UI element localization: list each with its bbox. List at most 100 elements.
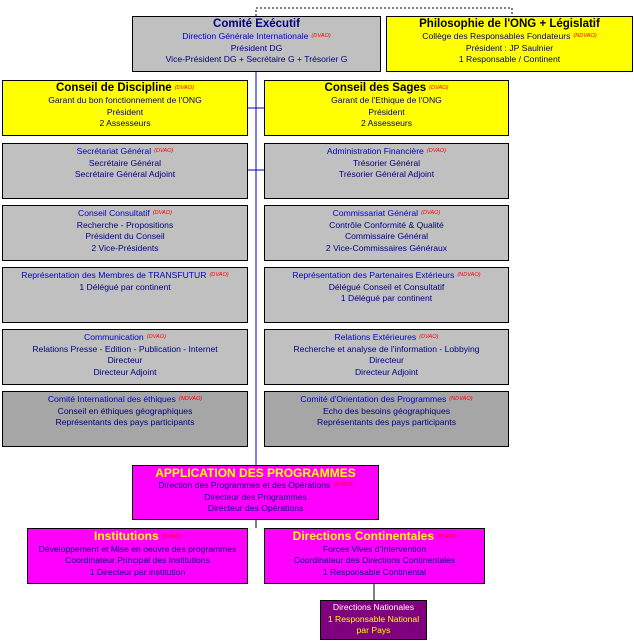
- institutions-title: Institutions: [94, 529, 159, 543]
- commissariat-title: Commissariat Général: [332, 208, 419, 219]
- conseil-sages-tag: (DVAO): [429, 84, 449, 91]
- comite-executif-line-2: Président DG: [230, 42, 283, 53]
- consultatif-line-1: Recherche - Propositions: [76, 219, 174, 230]
- commissariat-line-2: Commissaire Général: [344, 231, 429, 242]
- comite-executif-line-3: Vice-Président DG + Secrétaire G + Tréso…: [165, 54, 348, 65]
- directions-nationales-line-2: par Pays: [356, 625, 391, 636]
- comite-executif-line-1: Direction Générale Internationale: [182, 31, 309, 42]
- representation-membres-title: Représentation des Membres de TRANSFUTUR: [21, 270, 207, 281]
- administration-title: Administration Financière: [326, 146, 424, 157]
- application-title: APPLICATION DES PROGRAMMES: [155, 466, 356, 480]
- comite-executif-tag: (DVAO): [311, 33, 331, 39]
- directions-continentales-line-3: 1 Responsable Continental: [322, 566, 427, 577]
- comite-ethiques-line-1: Conseil en éthiques géographiques: [57, 405, 193, 416]
- administration-box: Administration Financière(DVAO) Trésorie…: [264, 143, 509, 199]
- conseil-discipline-tag: (DVAO): [174, 84, 194, 91]
- conseil-discipline-title: Conseil de Discipline: [56, 82, 172, 94]
- commissariat-tag: (DVAO): [421, 210, 441, 216]
- comite-orientation-line-1: Echo des besoins géographiques: [322, 405, 451, 416]
- conseil-sages-line-2: Président: [368, 106, 405, 117]
- directions-continentales-line-2: Coordinateur des Directions Continentale…: [293, 555, 456, 566]
- conseil-discipline-line-3: 2 Assesseurs: [99, 118, 151, 129]
- representation-membres-line-1: 1 Délégué par continent: [79, 281, 171, 292]
- relations-exterieures-box: Relations Extérieures(DVAO) Recherche et…: [264, 329, 509, 385]
- conseil-sages-title: Conseil des Sages: [324, 82, 427, 94]
- comite-ethiques-tag: (NDVAO): [178, 396, 203, 402]
- relations-exterieures-line-3: Directeur Adjoint: [354, 366, 419, 377]
- directions-nationales-title: Directions Nationales: [332, 602, 415, 612]
- communication-line-1: Relations Presse - Edition - Publication…: [32, 343, 218, 354]
- application-line-3: Directeur des Opérations: [207, 503, 304, 514]
- institutions-line-3: 1 Directeur par institution: [89, 566, 186, 577]
- secretariat-tag: (DVAO): [154, 148, 174, 154]
- institutions-tag: (DVAO): [161, 533, 181, 540]
- relations-exterieures-line-1: Recherche et analyse de l'information - …: [293, 343, 480, 354]
- comite-orientation-box: Comité d'Orientation des Programmes(NDVA…: [264, 391, 509, 447]
- conseil-sages-line-1: Garant de l'Ethique de l'ONG: [331, 95, 442, 105]
- relations-exterieures-title: Relations Extérieures: [334, 332, 417, 343]
- directions-continentales-box: Directions Continentales(DVAO) Forces Vi…: [264, 528, 485, 584]
- comite-orientation-title: Comité d'Orientation des Programmes: [300, 394, 447, 405]
- conseil-discipline-box: Conseil de Discipline(DVAO) Garant du bo…: [2, 80, 248, 136]
- conseil-discipline-line-2: Président: [106, 106, 144, 117]
- representation-membres-tag: (DVAO): [209, 272, 229, 278]
- secretariat-line-1: Secrétaire Général: [88, 157, 162, 168]
- directions-continentales-title: Directions Continentales: [292, 529, 435, 543]
- conseil-sages-box: Conseil des Sages(DVAO) Garant de l'Ethi…: [264, 80, 509, 136]
- comite-ethiques-line-2: Représentants des pays participants: [55, 417, 195, 428]
- comite-orientation-line-2: Représentants des pays participants: [316, 417, 456, 428]
- representation-partenaires-line-2: 1 Délégué par continent: [340, 293, 433, 304]
- philosophie-line-3: 1 Responsable / Continent: [458, 54, 561, 65]
- directions-continentales-line-1: Forces Vives d'Intervention: [322, 543, 427, 554]
- relations-exterieures-tag: (DVAO): [419, 334, 439, 340]
- application-line-1: Direction des Programmes et des Opératio…: [158, 480, 331, 491]
- consultatif-line-3: 2 Vice-Présidents: [91, 242, 159, 253]
- conseil-sages-line-3: 2 Assesseurs: [360, 118, 413, 129]
- directions-nationales-box: Directions Nationales 1 Responsable Nati…: [320, 600, 427, 640]
- institutions-line-2: Coordinateur Principal des Institutions: [65, 555, 210, 566]
- administration-line-1: Trésorier Général: [352, 157, 421, 168]
- representation-partenaires-title: Représentation des Partenaires Extérieur…: [292, 270, 455, 281]
- administration-tag: (DVAO): [426, 148, 447, 154]
- comite-ethiques-title: Comité International des éthiques: [47, 394, 176, 405]
- application-box: APPLICATION DES PROGRAMMES Direction des…: [132, 465, 379, 520]
- secretariat-box: Secrétariat Général(DVAO) Secrétaire Gén…: [2, 143, 248, 199]
- representation-partenaires-box: Représentation des Partenaires Extérieur…: [264, 267, 509, 323]
- comite-orientation-tag: (NDVAO): [449, 396, 473, 402]
- communication-line-2: Directeur: [107, 355, 143, 366]
- directions-continentales-tag: (DVAO): [437, 533, 457, 540]
- philosophie-title: Philosophie de l'ONG + Législatif: [419, 18, 600, 30]
- consultatif-line-2: Président du Conseil: [85, 231, 165, 242]
- consultatif-tag: (DVAO): [152, 210, 172, 216]
- comite-executif-box: Comité Exécutif Direction Générale Inter…: [132, 16, 381, 72]
- representation-membres-box: Représentation des Membres de TRANSFUTUR…: [2, 267, 248, 323]
- application-line-2: Directeur des Programmes: [204, 491, 307, 502]
- philosophie-line-2: Président : JP Saulnier: [465, 42, 554, 53]
- commissariat-box: Commissariat Général(DVAO) Contrôle Conf…: [264, 205, 509, 261]
- communication-tag: (DVAO): [146, 334, 166, 340]
- institutions-line-1: Développement et Mise en oeuvre des prog…: [38, 543, 237, 554]
- philosophie-box: Philosophie de l'ONG + Législatif Collèg…: [386, 16, 633, 72]
- institutions-box: Institutions(DVAO) Développement et Mise…: [27, 528, 248, 584]
- representation-partenaires-tag: (NDVAO): [457, 272, 481, 278]
- administration-line-2: Trésorier Général Adjoint: [338, 169, 435, 180]
- consultatif-box: Conseil Consultatif(DVAO) Recherche - Pr…: [2, 205, 248, 261]
- comite-executif-title: Comité Exécutif: [213, 18, 300, 30]
- representation-partenaires-line-1: Délégué Conseil et Consultatif: [328, 281, 445, 292]
- communication-box: Communication(DVAO) Relations Presse - E…: [2, 329, 248, 385]
- philosophie-tag: (NDVAO): [573, 33, 597, 39]
- philosophie-line-1: Collège des Responsables Fondateurs: [422, 31, 571, 42]
- conseil-discipline-line-1: Garant du bon fonctionnement de l'ONG: [48, 95, 202, 105]
- commissariat-line-3: 2 Vice-Commissaires Généraux: [325, 242, 448, 253]
- relations-exterieures-line-2: Directeur: [369, 355, 404, 366]
- application-tag: (DVAO): [333, 482, 353, 488]
- secretariat-title: Secrétariat Général: [76, 146, 152, 157]
- directions-nationales-line-1: 1 Responsable National: [327, 613, 420, 624]
- comite-ethiques-box: Comité International des éthiques(NDVAO)…: [2, 391, 248, 447]
- communication-title: Communication: [84, 332, 144, 343]
- consultatif-title: Conseil Consultatif: [78, 208, 150, 219]
- secretariat-line-2: Secrétaire Général Adjoint: [74, 169, 176, 180]
- commissariat-line-1: Contrôle Conformité & Qualité: [329, 219, 444, 230]
- communication-line-3: Directeur Adjoint: [93, 366, 157, 377]
